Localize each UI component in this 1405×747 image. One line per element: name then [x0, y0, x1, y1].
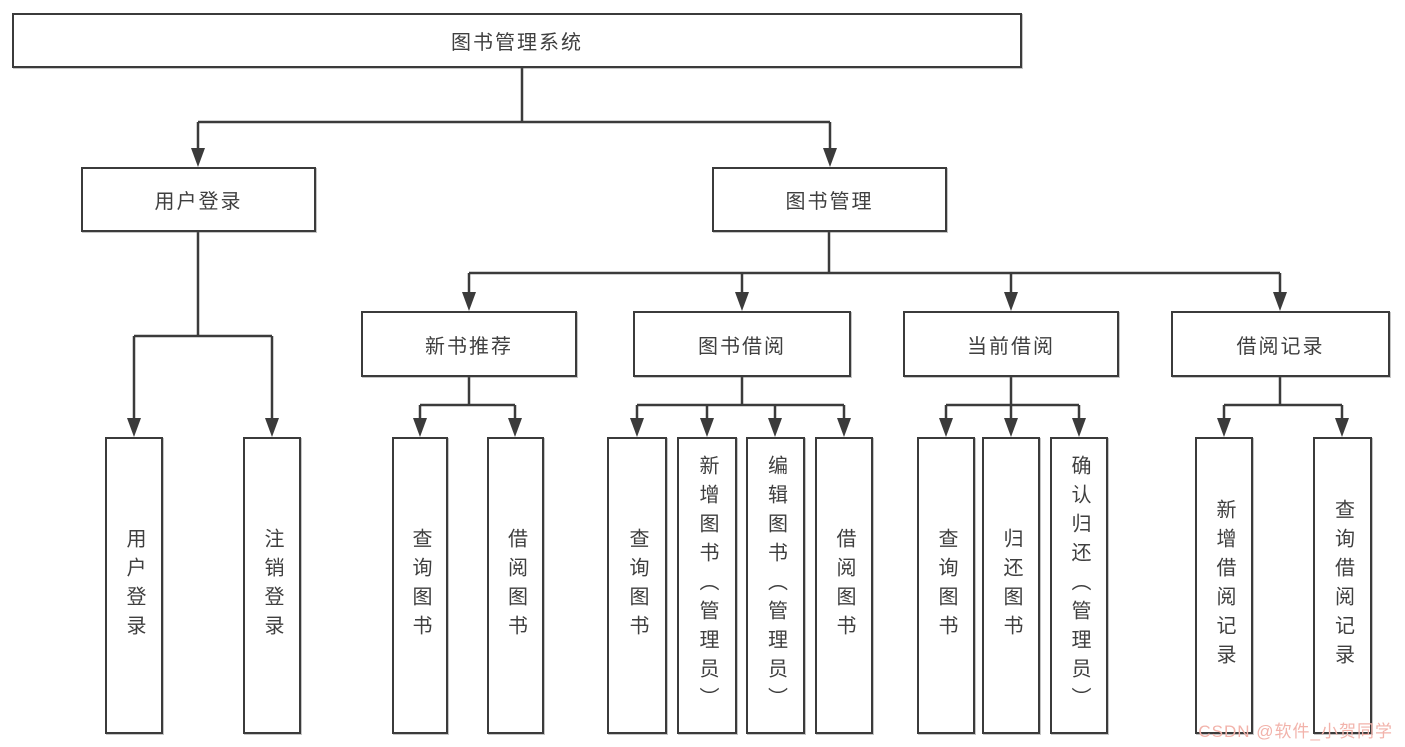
leaf-label: 注销登录: [261, 527, 283, 644]
leaf-label: 借阅图书: [504, 527, 527, 644]
leaf-label: 用户登录: [123, 527, 145, 644]
leaf-user-login: 用户登录: [105, 437, 163, 734]
leaf-label: 编辑图书（管理员）: [764, 455, 787, 716]
leaf-label: 查询图书: [935, 527, 957, 644]
node-current-borrowing: 当前借阅: [903, 311, 1119, 377]
leaf-query-borrow-record: 查询借阅记录: [1313, 437, 1372, 734]
leaf-logout: 注销登录: [243, 437, 301, 734]
node-borrowing-records: 借阅记录: [1171, 311, 1390, 377]
leaf-edit-books-admin: 编辑图书（管理员）: [746, 437, 805, 734]
leaf-query-books: 查询图书: [392, 437, 448, 734]
node-label: 图书管理系统: [451, 32, 583, 54]
leaf-label: 查询借阅记录: [1331, 498, 1354, 673]
leaf-confirm-return-admin: 确认归还（管理员）: [1050, 437, 1108, 734]
node-library-system: 图书管理系统: [12, 13, 1022, 68]
leaf-label: 新增图书（管理员）: [696, 455, 718, 716]
node-label: 用户登录: [154, 191, 243, 213]
node-book-borrowing: 图书借阅: [633, 311, 851, 377]
leaf-label: 查询图书: [409, 527, 431, 644]
leaf-label: 借阅图书: [833, 527, 855, 644]
node-new-book-recommend: 新书推荐: [361, 311, 577, 377]
node-label: 图书借阅: [698, 335, 786, 358]
leaf-label: 新增借阅记录: [1213, 498, 1235, 673]
node-label: 当前借阅: [967, 335, 1055, 358]
node-user-login: 用户登录: [81, 167, 316, 232]
leaf-add-borrow-record: 新增借阅记录: [1195, 437, 1253, 734]
node-label: 图书管理: [785, 191, 874, 213]
leaf-query-books: 查询图书: [917, 437, 975, 734]
leaf-label: 归还图书: [1000, 527, 1022, 644]
leaf-label: 查询图书: [626, 527, 648, 644]
leaf-query-books: 查询图书: [607, 437, 667, 734]
node-label: 新书推荐: [425, 335, 513, 358]
leaf-borrow-books: 借阅图书: [815, 437, 873, 734]
csdn-watermark: CSDN @软件_小贺同学: [1198, 722, 1393, 741]
leaf-return-books: 归还图书: [982, 437, 1040, 734]
leaf-add-books-admin: 新增图书（管理员）: [677, 437, 737, 734]
arrowheads: [127, 148, 1349, 437]
leaf-label: 确认归还（管理员）: [1068, 455, 1090, 716]
node-label: 借阅记录: [1236, 335, 1325, 358]
leaf-borrow-books: 借阅图书: [487, 437, 544, 734]
node-book-management: 图书管理: [712, 167, 947, 232]
